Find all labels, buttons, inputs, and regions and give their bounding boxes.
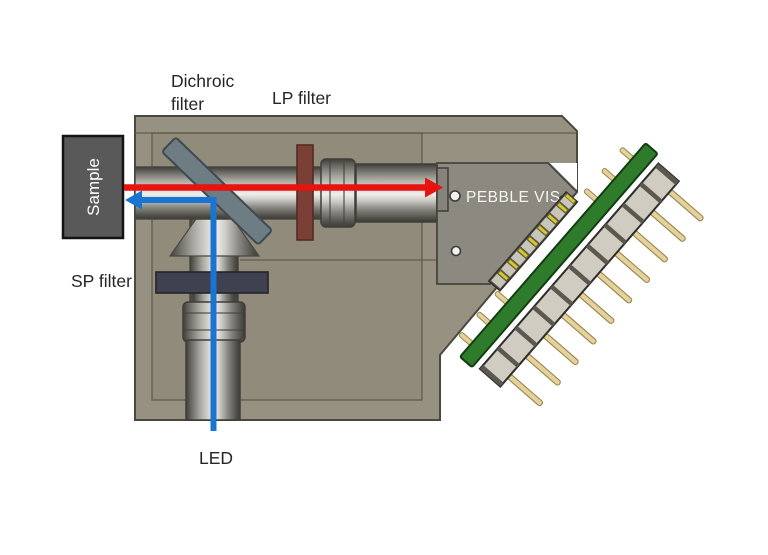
housing-notch xyxy=(550,163,577,190)
lp-filter-label: LP filter xyxy=(272,88,331,108)
mounting-hole xyxy=(449,190,461,202)
sample-box xyxy=(61,134,125,240)
socket-pins xyxy=(497,193,577,282)
lp-filter-disc xyxy=(296,144,314,241)
header-pins xyxy=(507,189,704,407)
sp-filter-label: SP filter xyxy=(71,271,132,291)
pebble-vis-label: PEBBLE VIS xyxy=(466,189,561,206)
sensor-pcb-assembly xyxy=(458,142,704,407)
dichroic-filter-label-line1: Dichroic xyxy=(171,71,234,91)
emission-tube-coupler xyxy=(320,158,356,228)
mounting-hole xyxy=(450,245,462,257)
led-label: LED xyxy=(199,448,233,468)
excitation-beam-arrow xyxy=(125,190,217,431)
dichroic-filter-label-line2: filter xyxy=(171,94,204,114)
emission-beam-arrow xyxy=(124,177,443,198)
sample-label: Sample xyxy=(84,158,103,216)
pcb-board xyxy=(459,142,658,368)
socket-contact-blocks xyxy=(491,194,575,289)
pin-header-separators xyxy=(479,163,679,387)
